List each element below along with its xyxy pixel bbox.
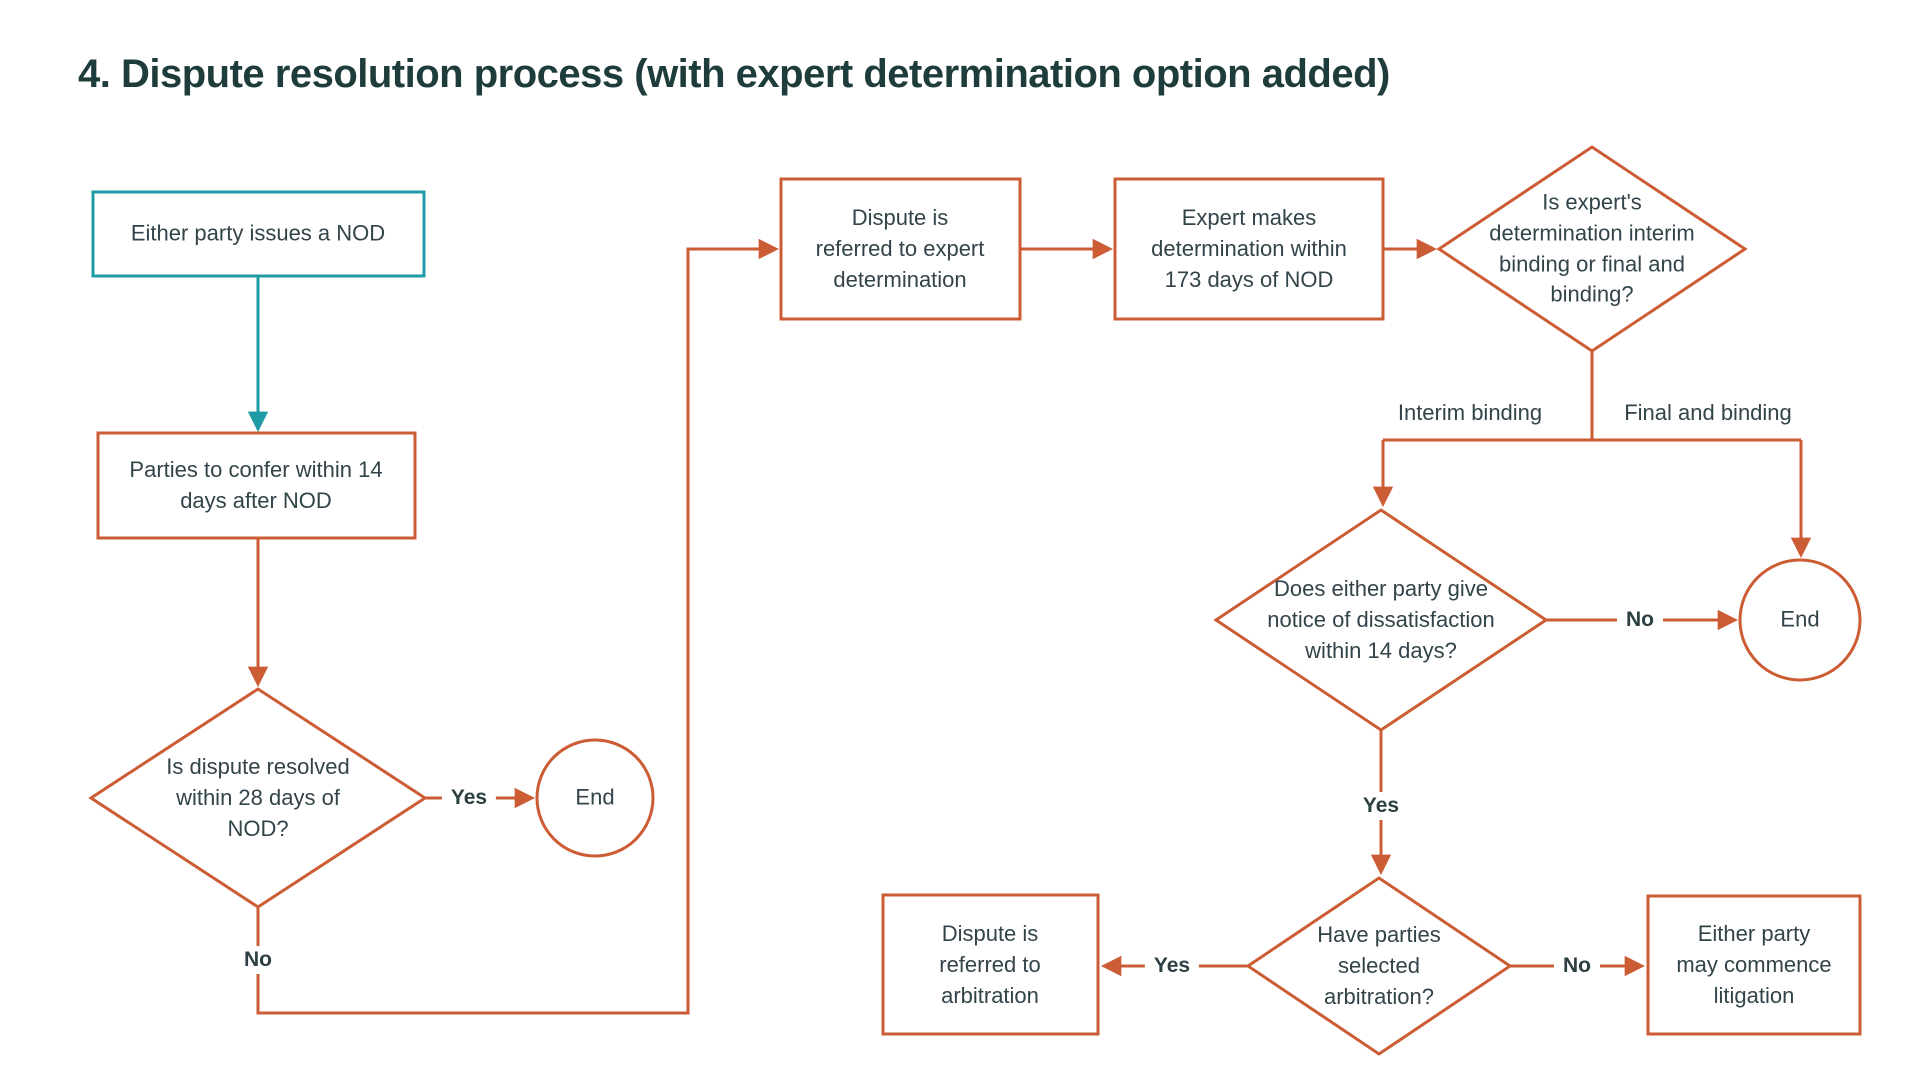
- node-label-litigation: Either party may commence litigation: [1676, 920, 1832, 1008]
- edge-label-yes-resolved: Yes: [441, 784, 497, 812]
- edge-label-yes-arbitration: Yes: [1144, 952, 1200, 980]
- edge-label-yes-dissatisfaction: Yes: [1353, 792, 1409, 820]
- dissatisfaction-diamond-shape: [1213, 508, 1549, 732]
- edge-label-no-resolved: No: [235, 946, 281, 974]
- node-label-confer: Parties to confer within 14 days after N…: [129, 457, 383, 513]
- node-label-binding-question: Is expert's determination interim bindin…: [1489, 189, 1695, 307]
- edge-label-interim-binding: Interim binding: [1397, 400, 1543, 425]
- arbitration-box-shape: [881, 893, 1100, 1036]
- resolved-diamond-shape: [88, 687, 428, 909]
- node-label-resolved-question: Is dispute resolved within 28 days of NO…: [166, 753, 350, 841]
- start-box-shape: [91, 190, 426, 278]
- node-label-nod: Either party issues a NOD: [130, 220, 386, 246]
- expert-referral-box-shape: [779, 177, 1022, 321]
- confer-box-shape: [96, 431, 417, 540]
- page-title: 4. Dispute resolution process (with expe…: [78, 52, 1390, 96]
- node-label-arbitration: Dispute is referred to arbitration: [939, 920, 1041, 1008]
- expert-determination-box-shape: [1113, 177, 1385, 321]
- edge-label-final-and-binding: Final and binding: [1624, 400, 1792, 425]
- edge-label-no-dissatisfaction: No: [1617, 606, 1663, 634]
- end1-circle-shape: [535, 738, 655, 858]
- node-label-expert-determination: Expert makes determination within 173 da…: [1151, 204, 1347, 292]
- node-label-arbitration-question: Have parties selected arbitration?: [1317, 921, 1441, 1009]
- arbitration-diamond-shape: [1245, 876, 1513, 1056]
- binding-diamond-shape: [1436, 145, 1748, 353]
- edge-label-no-arbitration: No: [1554, 952, 1600, 980]
- node-label-end2: End: [1780, 606, 1820, 632]
- litigation-box-shape: [1646, 894, 1862, 1036]
- node-label-expert-referral: Dispute is referred to expert determinat…: [815, 204, 985, 292]
- edge-resolved-no-to-expert-referral: [256, 238, 780, 1015]
- end2-circle-shape: [1738, 558, 1862, 682]
- node-label-end1: End: [575, 784, 615, 810]
- node-label-dissatisfaction-question: Does either party give notice of dissati…: [1267, 575, 1495, 663]
